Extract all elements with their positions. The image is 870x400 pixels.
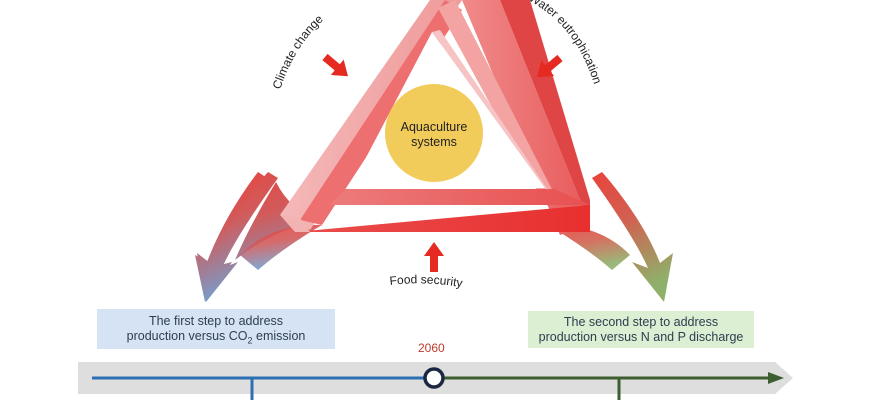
aquaculture-circle [385, 84, 483, 182]
first-step-box: The first step to address production ver… [97, 309, 335, 349]
first-step-line2-post: emission [252, 329, 306, 343]
timeline-milestone-marker [423, 367, 445, 389]
first-step-line1: The first step to address [148, 314, 284, 328]
right-outcome-arrow-fin [548, 224, 630, 270]
second-step-box: The second step to address production ve… [528, 311, 754, 348]
food-security-arrow [424, 242, 444, 272]
food-security-label: Food security [389, 272, 464, 290]
first-step-line2-pre: production versus CO [126, 329, 248, 343]
second-step-line2: production versus N and P discharge [538, 330, 744, 344]
first-step-line2: production versus CO2 emission [97, 329, 335, 349]
climate-change-arrow [322, 53, 348, 77]
milestone-year-label: 2060 [418, 341, 445, 355]
center-label-line1: Aquaculture [401, 120, 468, 134]
penrose-triangle [280, 0, 590, 235]
second-step-line1: The second step to address [563, 315, 719, 329]
center-label-line2: systems [411, 135, 457, 149]
right-outcome-arrow-body [592, 172, 673, 302]
left-outcome-arrow-body [197, 172, 278, 302]
left-outcome-arrow-fin [240, 224, 322, 270]
co2-subscript: 2 [247, 335, 253, 346]
water-eutrophication-arrow [537, 54, 563, 78]
timeline-arrowhead [768, 372, 784, 384]
climate-change-label: Climate change [270, 12, 326, 91]
